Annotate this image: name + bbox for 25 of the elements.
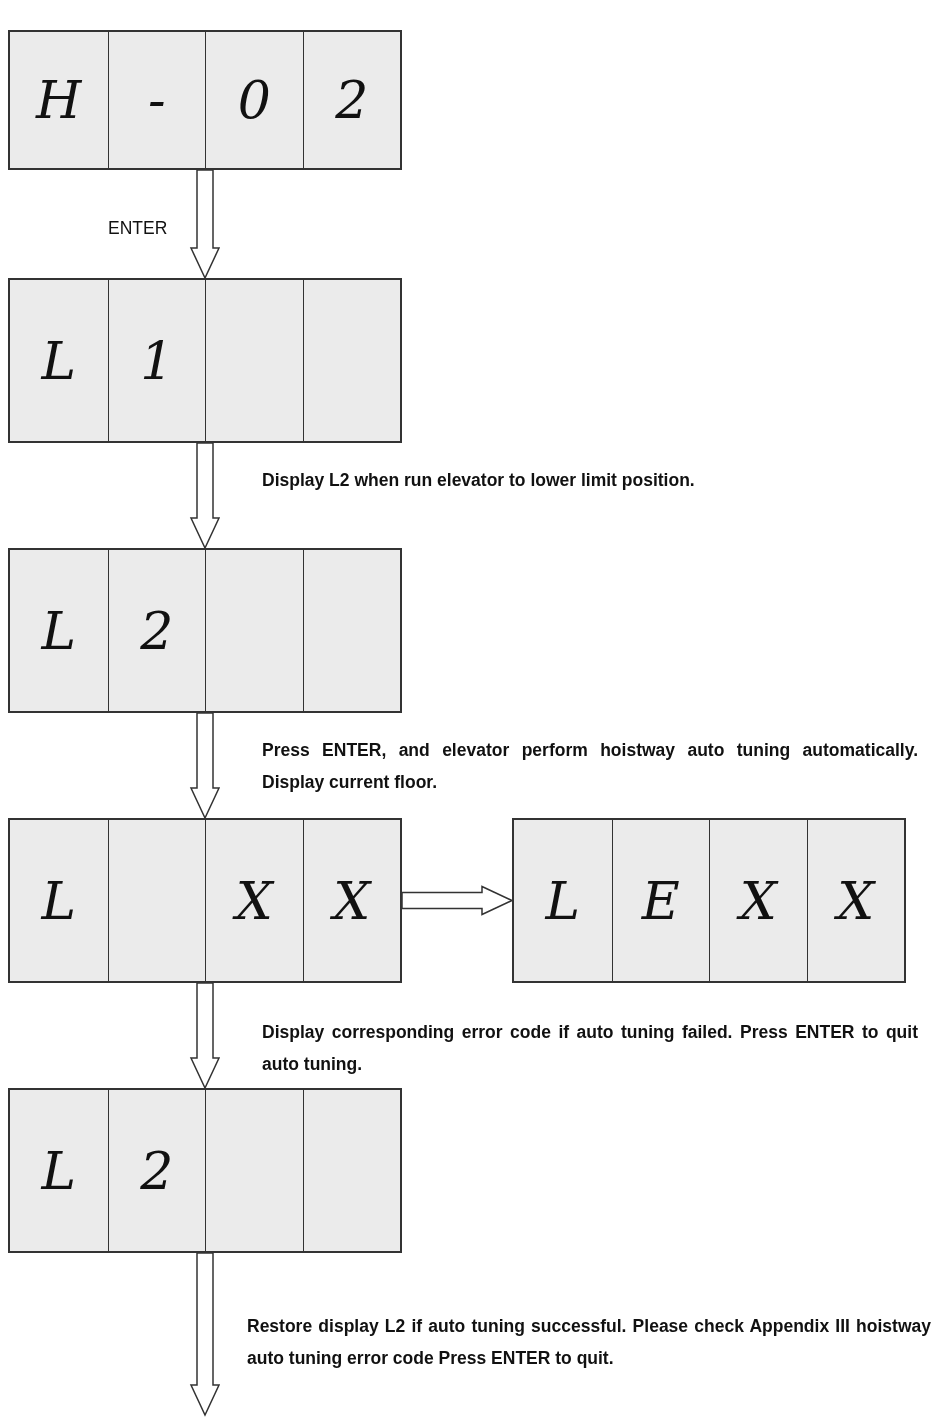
hollow-arrow (401, 885, 514, 916)
display-character: L (545, 870, 580, 931)
display-character: 2 (335, 70, 369, 130)
display-character: L (41, 330, 76, 391)
display-panel (8, 818, 402, 983)
display-character: 2 (140, 1140, 174, 1201)
hollow-arrow (189, 1252, 221, 1417)
display-panel (8, 548, 402, 713)
hollow-arrow (189, 442, 221, 550)
display-panel (8, 278, 402, 443)
hollow-arrow (189, 169, 221, 280)
hollow-arrow (189, 982, 221, 1090)
display-character: - (147, 70, 166, 130)
display-character: L (41, 1140, 76, 1201)
display-character: H (36, 70, 82, 130)
display-panel (512, 818, 906, 983)
display-panel (8, 1088, 402, 1253)
display-panel (8, 30, 402, 170)
display-character: 0 (237, 70, 271, 130)
display-character: L (41, 600, 76, 661)
display-character: L (41, 870, 76, 931)
display-character: E (641, 870, 680, 931)
display-character: 1 (140, 330, 174, 391)
display-character: 2 (140, 600, 174, 661)
hollow-arrow (189, 712, 221, 820)
